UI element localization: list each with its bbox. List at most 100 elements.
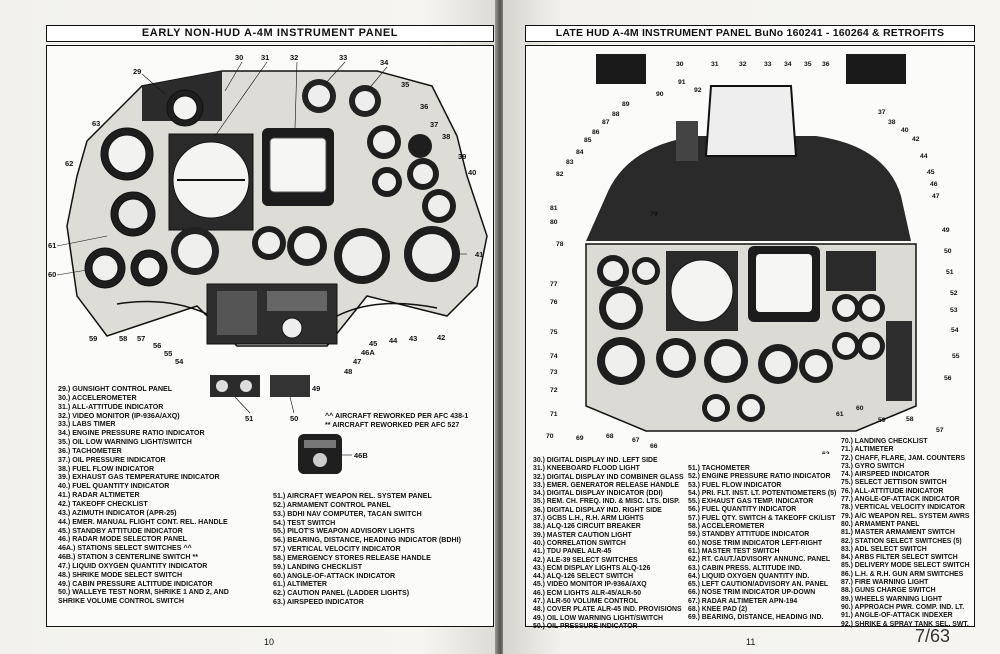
svg-text:57: 57 <box>936 427 944 434</box>
legend-item: 32.) DIGITAL DISPLAY IND COMBINER GLASS <box>533 473 684 481</box>
legend-item: 58.) ACCELEROMETER <box>688 523 765 531</box>
legend-item: 49.) OIL LOW WARNING LIGHT/SWITCH <box>533 614 664 622</box>
legend-item: 43.) ECM DISPLAY LIGHTS ALQ-126 <box>533 564 651 572</box>
callout-37: 37 <box>430 120 438 129</box>
legend-item: 33.) LABS TIMER <box>58 420 116 429</box>
callout-39: 39 <box>458 152 466 161</box>
legend-item: 72.) CHAFF, FLARE, JAM. COUNTERS <box>841 454 966 462</box>
svg-text:78: 78 <box>556 241 564 248</box>
legend-item: 55.) EXHAUST GAS TEMP. INDICATOR <box>688 498 814 506</box>
callout-49: 49 <box>312 384 320 393</box>
svg-text:34: 34 <box>784 61 792 68</box>
left-page-number: 10 <box>264 637 275 647</box>
callout-36: 36 <box>420 102 428 111</box>
callout-34: 34 <box>380 58 389 67</box>
legend-item: 52.) ARMAMENT CONTROL PANEL <box>273 500 391 509</box>
legend-item: 30.) ACCELEROMETER <box>58 393 137 402</box>
legend-item: 29.) GUNSIGHT CONTROL PANEL <box>58 385 173 393</box>
callout-47: 47 <box>353 357 361 366</box>
legend-item: 53.) FUEL FLOW INDICATOR <box>688 481 782 489</box>
legend-item: 57.) FUEL QTY. SWITCH & TAKEOFF CK/LIST <box>688 514 836 522</box>
svg-text:74: 74 <box>550 353 558 360</box>
svg-text:53: 53 <box>950 307 958 314</box>
legend-item: 65.) LEFT CAUTION/ADVISORY AN. PANEL <box>688 581 829 589</box>
legend-item: 92.) SHRIKE & SPRAY TANK SEL. SWT. <box>841 620 969 628</box>
svg-text:35: 35 <box>804 61 812 68</box>
early-panel-diagram: 29 30 31 32 33 34 35 36 37 38 39 40 41 4… <box>48 53 488 376</box>
legend-item: 86.) L.H. & R.H. GUN ARM SWITCHES <box>841 570 964 578</box>
svg-text:69: 69 <box>576 435 584 442</box>
svg-text:92: 92 <box>694 87 702 94</box>
svg-text:40: 40 <box>901 127 909 134</box>
callout-62: 62 <box>65 159 73 168</box>
svg-text:51: 51 <box>946 269 954 276</box>
svg-text:73: 73 <box>550 369 558 376</box>
station-3-switch-inset: 46B <box>298 434 368 474</box>
right-page: LATE HUD A-4M INSTRUMENT PANEL BuNo 1602… <box>503 0 1000 654</box>
right-page-number: 11 <box>746 637 756 647</box>
legend-item: 53.) BDHI NAV COMPUTER, TACAN SWITCH <box>273 509 422 518</box>
legend-item: 56.) BEARING, DISTANCE, HEADING INDICATO… <box>273 536 461 545</box>
svg-text:75: 75 <box>550 329 558 336</box>
book-spine <box>495 0 505 654</box>
legend-item: 76.) ALL-ATTITUDE INDICATOR <box>841 487 944 495</box>
legend-item: 88.) GUNS CHARGE SWITCH <box>841 587 936 595</box>
svg-text:55: 55 <box>952 353 960 360</box>
callout-61: 61 <box>48 241 56 250</box>
legend-item: 36.) TACHOMETER <box>58 446 122 455</box>
svg-text:50: 50 <box>944 248 952 255</box>
callout-44: 44 <box>389 336 398 345</box>
svg-text:37: 37 <box>878 109 886 116</box>
legend-item: 59.) LANDING CHECKLIST <box>273 562 363 571</box>
callout-32: 32 <box>290 53 298 62</box>
legend-item: 41.) TDU PANEL ALR-45 <box>533 548 612 556</box>
legend-item: 34.) ENGINE PRESSURE RATIO INDICATOR <box>58 429 205 438</box>
legend-item: 33.) EMER. GENERATOR RELEASE HANDLE <box>533 481 679 489</box>
legend-item: 32.) VIDEO MONITOR (IP-936A/AXQ) <box>58 411 180 420</box>
svg-text:36: 36 <box>822 61 830 68</box>
legend-item: 34.) DIGITAL DISPLAY INDICATOR (DDI) <box>533 490 663 498</box>
callout-63b: 63 <box>92 119 100 128</box>
svg-text:52: 52 <box>950 290 958 297</box>
gauge-cluster-left <box>84 89 204 289</box>
callout-50: 50 <box>290 414 298 423</box>
callout-30: 30 <box>235 53 243 62</box>
svg-text:33: 33 <box>764 61 772 68</box>
callout-41: 41 <box>475 250 483 259</box>
legend-item: 79.) A/C WEAPON REL. SYSTEM AWRS <box>841 512 970 520</box>
legend-item: 51.) TACHOMETER <box>688 465 750 472</box>
svg-text:88: 88 <box>612 111 620 118</box>
note-afc-527: ** AIRCRAFT REWORKED PER AFC 527 <box>325 421 460 429</box>
callout-54: 54 <box>175 357 184 366</box>
svg-text:59: 59 <box>878 417 886 424</box>
svg-text:31: 31 <box>711 61 719 68</box>
callout-55: 55 <box>164 349 172 358</box>
legend-item: 47.) ALR-50 VOLUME CONTROL <box>533 598 639 606</box>
legend-item: 50.) WALLEYE TEST NORM, SHRIKE 1 AND 2, … <box>58 588 229 597</box>
svg-text:32: 32 <box>739 61 747 68</box>
svg-text:30: 30 <box>676 61 684 68</box>
legend-item: 63.) CABIN PRESS. ALTITUDE IND. <box>688 564 802 572</box>
legend-item: 59.) STANDBY ATTITUDE INDICATOR <box>688 531 810 539</box>
svg-text:81: 81 <box>550 205 558 212</box>
left-callouts: 29 30 31 32 33 34 35 36 37 38 39 40 41 4… <box>48 53 483 376</box>
legend-item: 90.) APPROACH PWR. COMP. IND. LT. <box>841 603 965 611</box>
svg-text:77: 77 <box>550 281 558 288</box>
svg-text:86: 86 <box>592 129 600 136</box>
callout-38: 38 <box>442 132 450 141</box>
legend-item: 43.) AZIMUTH INDICATOR (APR-25) <box>58 508 177 517</box>
legend-item: 63.) AIRSPEED INDICATOR <box>273 598 364 607</box>
legend-item: 40.) CORRELATION SWITCH <box>533 539 626 547</box>
svg-text:89: 89 <box>622 101 630 108</box>
legend-item: 37.) OIL PRESSURE INDICATOR <box>58 455 166 464</box>
callout-59: 59 <box>89 334 97 343</box>
legend-item: 41.) RADAR ALTIMETER <box>58 491 140 500</box>
left-page-title: EARLY NON-HUD A-4M INSTRUMENT PANEL <box>46 25 494 42</box>
legend-item: 55.) PILOT'S WEAPON ADVISORY LIGHTS <box>273 527 415 536</box>
legend-item: 46B.) STATION 3 CENTERLINE SWITCH ** <box>58 553 199 562</box>
svg-text:62: 62 <box>822 451 830 454</box>
svg-text:44: 44 <box>920 153 928 160</box>
legend-item: 85.) DELIVERY MODE SELECT SWITCH <box>841 562 970 570</box>
